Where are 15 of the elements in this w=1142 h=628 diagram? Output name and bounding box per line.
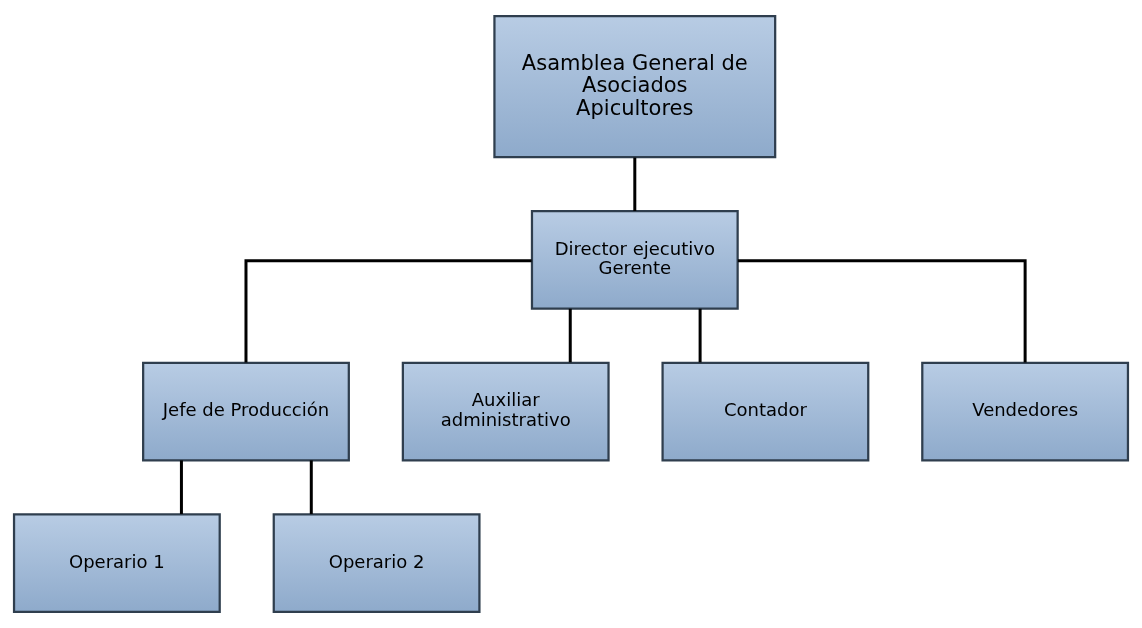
connector xyxy=(179,460,183,514)
node-box: Contador xyxy=(661,361,870,462)
connector xyxy=(309,460,313,514)
node-box: Jefe de Producción xyxy=(142,361,350,462)
node-box: Operario 2 xyxy=(272,513,481,614)
node-box: Vendedores xyxy=(921,361,1130,462)
connector xyxy=(633,157,637,211)
connector xyxy=(568,308,572,363)
node-box: Director ejecutivo Gerente xyxy=(530,210,739,310)
connector xyxy=(737,259,1027,363)
node-box: Operario 1 xyxy=(12,513,221,614)
connector xyxy=(244,259,532,363)
node-box: Auxiliar administrativo xyxy=(401,361,610,462)
connector xyxy=(698,308,702,363)
node-box: Asamblea General de Asociados Apicultores xyxy=(493,14,777,159)
